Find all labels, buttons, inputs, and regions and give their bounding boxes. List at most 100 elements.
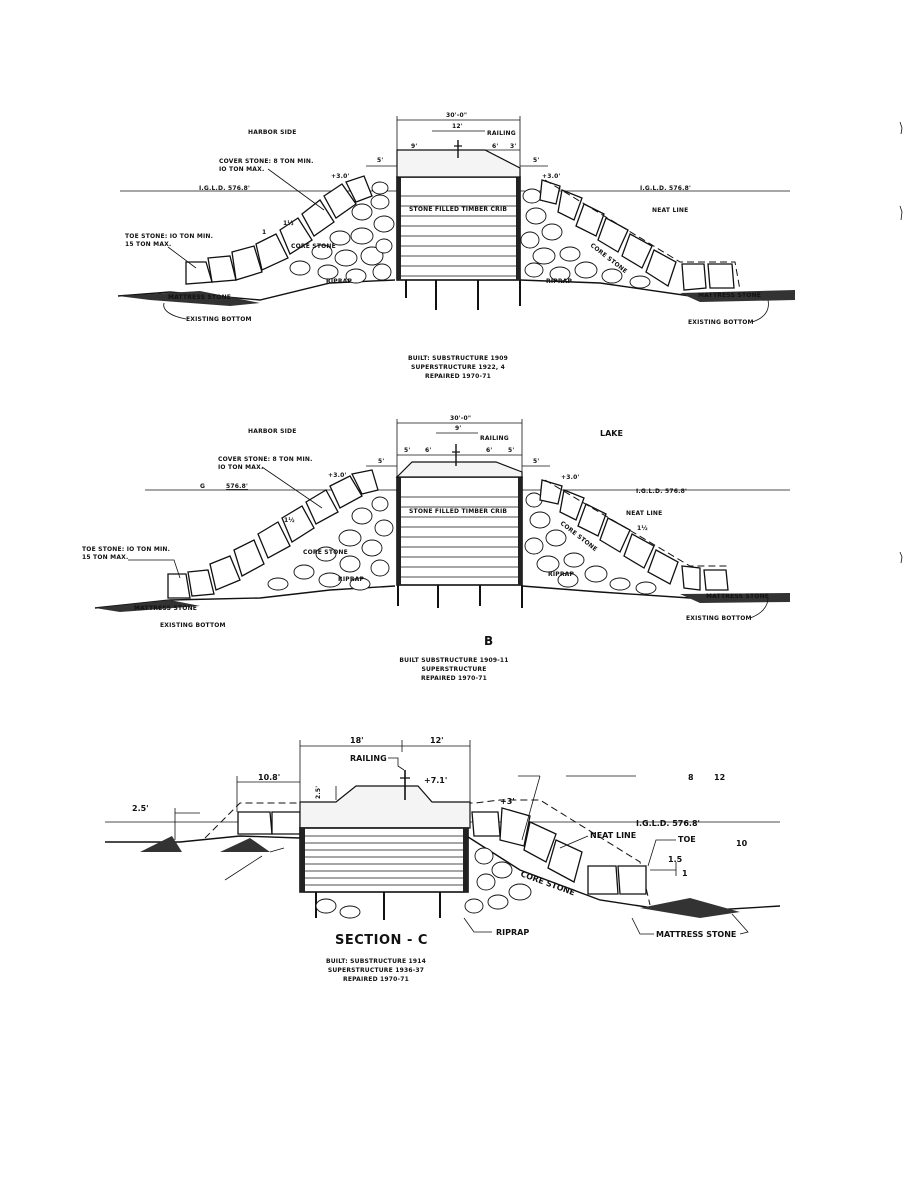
section-a-right-core	[520, 188, 651, 289]
section-b-toe-stone-leader	[128, 559, 181, 579]
section-c-dim-rise: 2.5'	[315, 786, 322, 799]
section-a-mattress-left	[118, 291, 260, 306]
section-b-bottom-left: EXISTING BOTTOM	[160, 622, 226, 629]
section-a-mattress-left-label: MATTRESS STONE	[168, 294, 231, 301]
section-b-crib-label: STONE FILLED TIMBER CRIB	[409, 508, 507, 515]
section-a-igld-left: I.G.L.D. 576.8'	[199, 185, 250, 192]
section-b-left-core	[267, 496, 394, 591]
section-c-mattress-right	[640, 898, 740, 918]
section-c-note-2: SUPERSTRUCTURE 1936-37	[328, 967, 424, 974]
section-a-dim-left: 9'	[411, 143, 417, 150]
section-c: 18' 12' RAILING +7.1' 2.5' 10.8' 2.5' +3…	[105, 736, 781, 983]
section-c-dim-berm: 2.5'	[132, 804, 149, 813]
section-c-note-1: BUILT: SUBSTRUCTURE 1914	[326, 958, 426, 965]
section-b-dim-berm-right: 5'	[533, 458, 539, 465]
section-b-elev-left: +3.0'	[328, 472, 347, 479]
section-c-neat-line-label: NEAT LINE	[590, 831, 636, 840]
section-a-bottom-left: EXISTING BOTTOM	[186, 316, 252, 323]
section-c-dim-a: 18'	[350, 736, 364, 745]
section-b-dim-overall: 30'-0"	[450, 415, 471, 422]
section-a-dim-berm-left: 5'	[377, 157, 383, 164]
section-a-piles	[405, 280, 521, 310]
section-b-mattress-right-label: MATTRESS STONE	[706, 593, 769, 600]
section-b-note-3: REPAIRED 1970-71	[421, 675, 487, 682]
section-a-dim-inner: 12'	[452, 123, 463, 130]
section-b-superstructure	[395, 461, 523, 478]
section-b-bottom-right: EXISTING BOTTOM	[686, 615, 752, 622]
section-b-right-core	[524, 492, 657, 595]
section-a-bottom-right-leader	[751, 299, 769, 323]
section-b-mattress-left-label: MATTRESS STONE	[134, 605, 197, 612]
section-c-elev-right: +3'	[500, 797, 515, 806]
section-a-slope-unit: 1	[262, 229, 266, 236]
section-a-note-2: SUPERSTRUCTURE 1922, 4	[411, 364, 505, 371]
section-c-cover-range-a: 8	[688, 773, 694, 782]
section-a-toe-stone-1: TOE STONE: IO TON MIN.	[125, 233, 213, 240]
section-b-cover-stone-leader	[261, 466, 323, 509]
section-c-dim-b: 12'	[430, 736, 444, 745]
section-a-crib-label: STONE FILLED TIMBER CRIB	[409, 206, 507, 213]
section-a-neat-line	[544, 179, 741, 291]
section-b-lake-label: LAKE	[600, 429, 623, 438]
section-b-igld-left-prefix: G	[200, 483, 205, 490]
section-b-riprap-left: RIPRAP	[338, 576, 365, 583]
section-b-dimensions	[366, 419, 550, 477]
section-c-railing	[400, 770, 410, 800]
section-c-mattress-leader-2	[731, 913, 749, 935]
section-c-mattress-label: MATTRESS STONE	[656, 930, 736, 939]
section-b-dim-a: 5'	[404, 447, 410, 454]
section-c-note-3: REPAIRED 1970-71	[343, 976, 409, 983]
section-c-neat-line-leader	[559, 835, 589, 849]
section-c-cap-stone-left-2	[271, 811, 301, 835]
section-c-cover-range-b: 12	[714, 773, 725, 782]
section-a-toe-stone-leader	[167, 246, 197, 269]
section-c-dim-left: 10.8'	[258, 773, 280, 782]
section-a-bottom-right: EXISTING BOTTOM	[688, 319, 754, 326]
section-b-dim-b: 6'	[425, 447, 431, 454]
section-a-left-armor	[185, 175, 373, 285]
section-b-slope-right: 1½	[637, 525, 648, 532]
section-a-mattress-right	[680, 290, 795, 302]
section-a-dim-right-b: 3'	[510, 143, 516, 150]
section-b-harbor-side-label: HARBOR SIDE	[248, 428, 297, 435]
section-a-cover-stone-1: COVER STONE: 8 TON MIN.	[219, 158, 314, 165]
section-a-riprap-left: RIPRAP	[326, 278, 353, 285]
section-c-toe-value: 10	[736, 839, 748, 848]
section-a-slope: 1½	[283, 220, 294, 227]
section-b-note-2: SUPERSTRUCTURE	[421, 666, 486, 673]
section-c-dimensions	[174, 740, 677, 881]
section-b-dim-d: 5'	[508, 447, 514, 454]
section-b-igld-right: I.G.L.D. 576.8'	[636, 488, 687, 495]
section-a-toe-stone-2: 15 TON MAX.	[125, 241, 171, 248]
section-b-riprap-right: RIPRAP	[548, 571, 575, 578]
section-a-mattress-right-label: MATTRESS STONE	[698, 292, 761, 299]
section-a-elev-right: +3.0'	[542, 173, 561, 180]
section-c-igld: I.G.L.D. 576.8'	[636, 819, 700, 828]
section-b-mattress-right	[680, 593, 790, 603]
section-c-elev-top: +7.1'	[424, 776, 447, 785]
section-c-slope-unit: 1	[682, 869, 688, 878]
section-c-toe-leader	[647, 839, 676, 867]
section-b-neat-line-label: NEAT LINE	[626, 510, 662, 517]
section-b-elev-right: +3.0'	[561, 474, 580, 481]
section-b-right-armor	[539, 479, 729, 591]
section-c-superstructure	[299, 785, 471, 829]
section-a-dim-right-a: 6'	[492, 143, 498, 150]
section-a-neat-line-label: NEAT LINE	[652, 207, 688, 214]
section-a-dim-berm-right: 5'	[533, 157, 539, 164]
section-b-slope-left: 1½	[284, 517, 295, 524]
section-b-note-1: BUILT SUBSTRUCTURE 1909-11	[399, 657, 508, 664]
section-c-core	[315, 847, 532, 919]
section-b-mattress-left	[95, 600, 200, 612]
section-c-mattress-left	[140, 836, 182, 852]
section-c-slope: 1.5	[668, 855, 683, 864]
scan-margin-marks	[899, 121, 903, 564]
section-c-mattress-mid	[220, 838, 270, 852]
section-a-dimensions	[366, 116, 548, 177]
section-a-timber-crib	[396, 176, 521, 281]
section-a-igld-right: I.G.L.D. 576.8'	[640, 185, 691, 192]
section-a-note-3: REPAIRED 1970-71	[425, 373, 491, 380]
section-c-railing-label: RAILING	[350, 754, 387, 763]
section-a-railing	[454, 140, 462, 158]
